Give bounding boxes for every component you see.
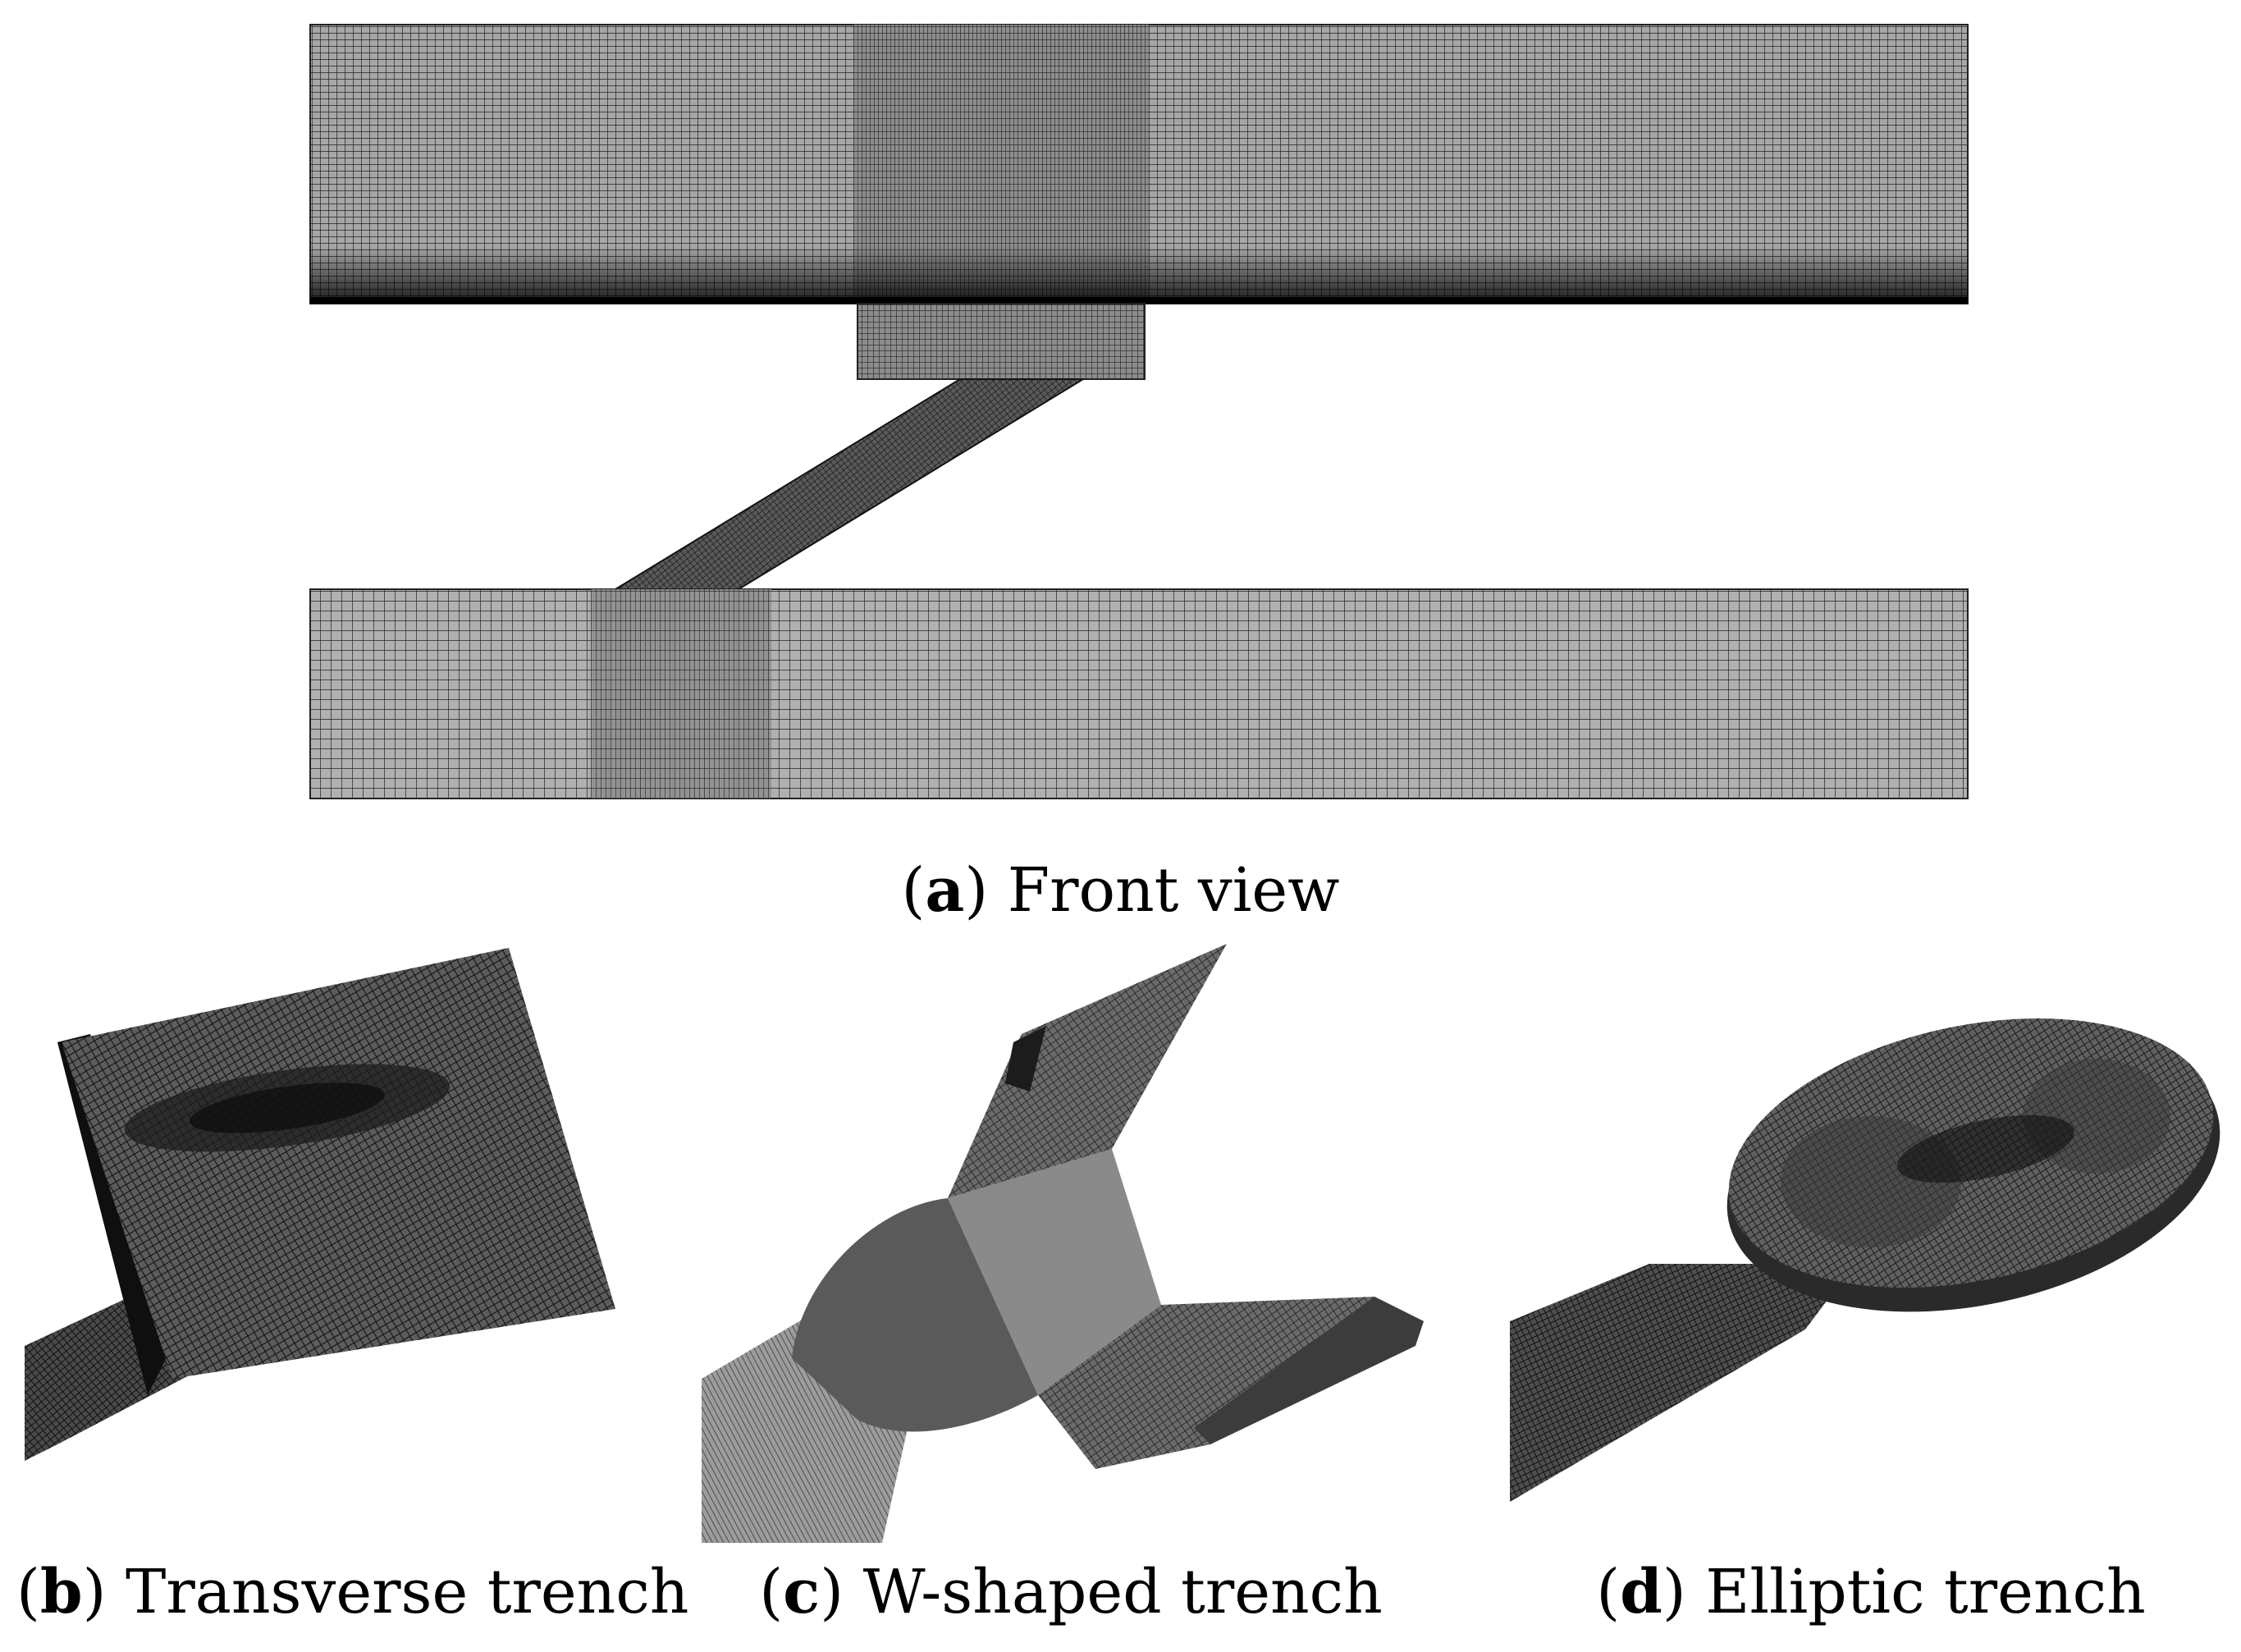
caption-b-letter: b (39, 1557, 83, 1627)
caption-d-letter: d (1620, 1557, 1662, 1627)
trench-top-face (62, 948, 615, 1379)
panel-b-transverse-trench (25, 936, 648, 1543)
caption-d-label: Elliptic trench (1705, 1557, 2146, 1627)
caption-c-letter: c (783, 1557, 821, 1627)
coolant-plenum-mesh (309, 588, 1969, 799)
caption-c-label: W-shaped trench (862, 1557, 1383, 1627)
caption-a-label: Front view (1007, 855, 1340, 926)
trench-upper-wing (948, 944, 1227, 1198)
caption-b-label: Transverse trench (126, 1557, 689, 1627)
trench-side-face (57, 1034, 172, 1395)
trench-hole-exit (1897, 1114, 2074, 1183)
panel-d-elliptic-trench (1510, 993, 2232, 1518)
panel-c-w-shaped-trench (702, 936, 1440, 1547)
elliptic-trench-mesh (1510, 1018, 2220, 1502)
caption-a: (a) Front view (901, 855, 1340, 926)
caption-a-letter: a (925, 855, 965, 926)
caption-d: (d) Elliptic trench (1596, 1557, 2146, 1627)
w-shaped-trench-mesh (702, 944, 1424, 1543)
caption-b: (b) Transverse trench (16, 1557, 689, 1627)
front-view-mesh (309, 24, 1969, 799)
coolant-refined-zone (591, 589, 771, 799)
caption-c: (c) W-shaped trench (759, 1557, 1383, 1627)
film-hole-tube (1510, 1264, 1855, 1502)
film-hole-mesh (612, 378, 1086, 590)
hole-exit-dome (792, 1198, 1038, 1432)
trench-central-face (948, 1149, 1161, 1395)
mainstream-wall-refinement (310, 246, 1968, 304)
trench-block-mesh (857, 303, 1146, 380)
panel-a-front-view (0, 0, 2241, 821)
transverse-trench-mesh (25, 948, 615, 1461)
